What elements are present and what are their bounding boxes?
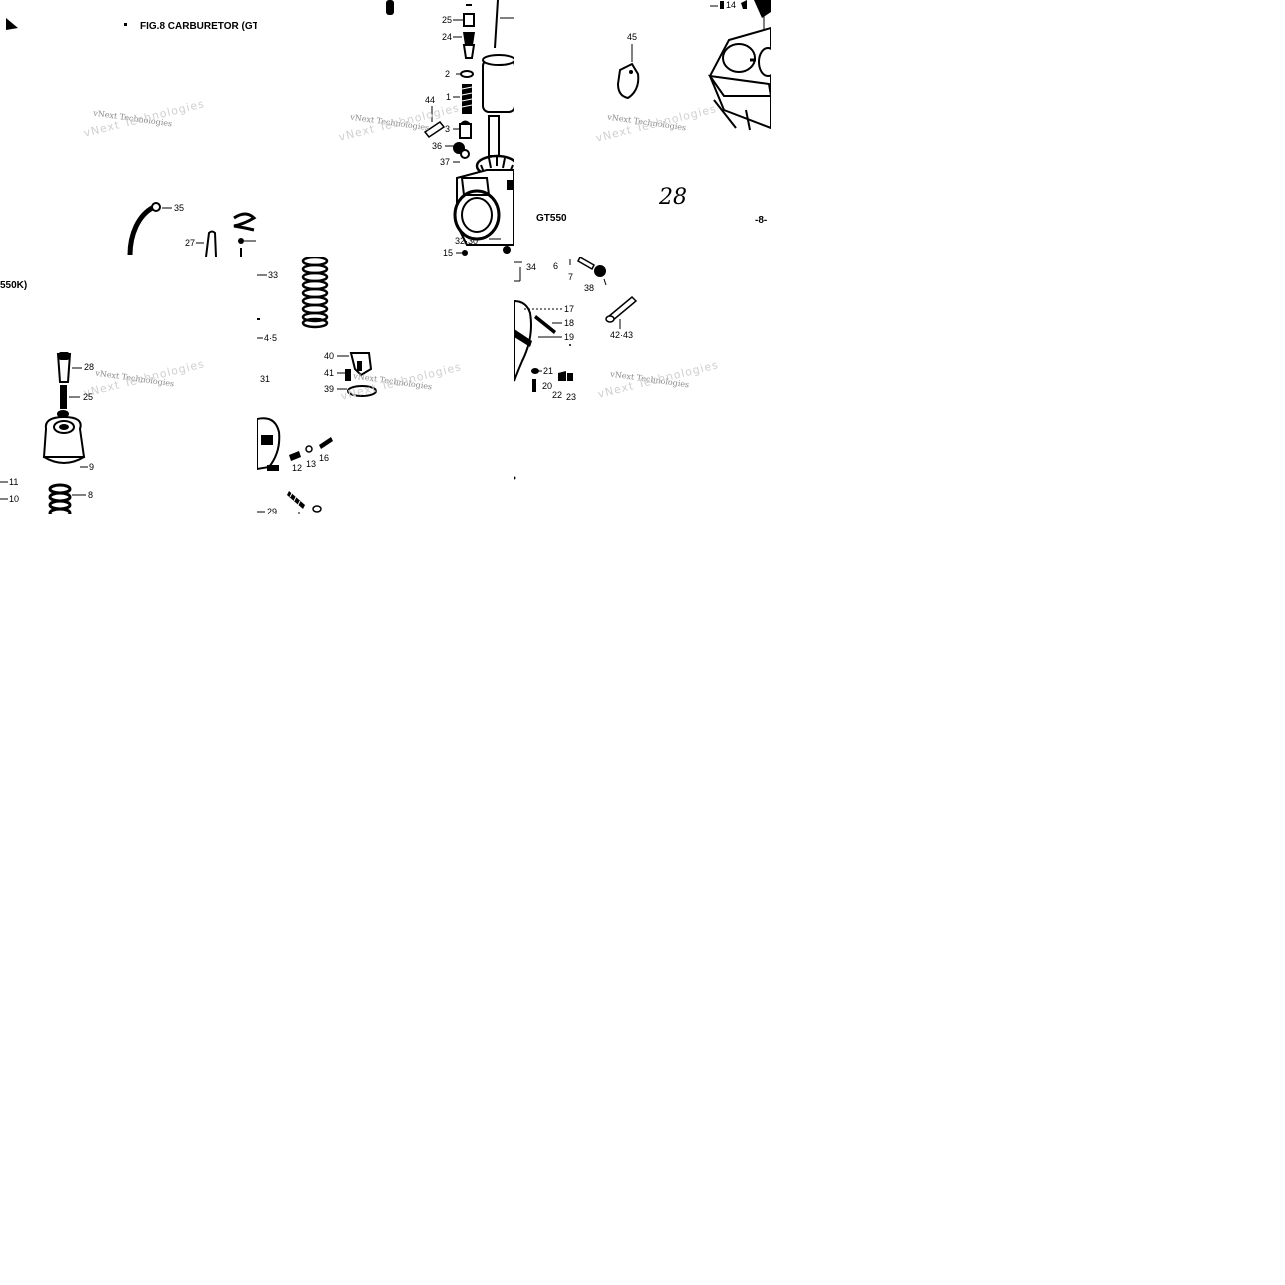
part-label: 28 xyxy=(84,362,95,372)
diagram-tile-top-middle: vNext Technologies vNext Technologies 25… xyxy=(257,0,514,257)
part-label: 4·5 xyxy=(264,333,278,343)
part-label: 32·30 xyxy=(455,236,479,246)
tile-bottom-left-drawing xyxy=(0,352,88,514)
part-label: 10 xyxy=(9,494,20,504)
part-label: 14 xyxy=(726,0,737,10)
part-label: 25 xyxy=(83,392,94,402)
diagram-tile-bottom-middle: vNext Technologies vNext Technologies 33… xyxy=(257,257,514,514)
tile-bottom-middle-drawing xyxy=(257,257,377,514)
part-label: 36 xyxy=(432,141,443,151)
part-label: 12 xyxy=(292,463,303,473)
tile-top-left-drawing xyxy=(6,18,257,257)
part-label: 19 xyxy=(564,332,575,342)
part-label: 40 xyxy=(324,351,335,361)
part-label: 37 xyxy=(440,157,451,167)
part-label: 31 xyxy=(260,374,271,384)
part-label: 27 xyxy=(185,238,196,248)
tile-top-middle-drawing xyxy=(386,0,514,256)
part-label: 23 xyxy=(566,392,577,402)
tile-bottom-right-drawing xyxy=(514,257,638,480)
figure-title: FIG.8 CARBURETOR (GT xyxy=(140,21,257,32)
part-label: 6 xyxy=(553,261,559,271)
part-label: 22 xyxy=(552,390,563,400)
model-label-left: 550K) xyxy=(0,280,28,291)
diagram-tile-top-right: vNext Technologies vNext Technologies 45… xyxy=(514,0,771,257)
part-label: 18 xyxy=(564,318,575,328)
part-label: 33 xyxy=(268,270,279,280)
diagram-tile-top-left: FIG.8 CARBURETOR (GT vNext Technologies … xyxy=(0,0,257,257)
diagram-tile-bottom-left: 550K) vNext Technologies vNext Technolog… xyxy=(0,257,257,514)
model-label-right: GT550 xyxy=(536,213,567,224)
part-label: 42·43 xyxy=(610,330,634,340)
handwritten-note: 28 xyxy=(659,185,687,210)
part-label: 2 xyxy=(445,69,451,79)
part-label: 16 xyxy=(319,453,330,463)
part-label: 7 xyxy=(568,272,574,282)
diagram-tile-bottom-right: vNext Technologies vNext Technologies 34… xyxy=(514,257,771,514)
part-label: 9 xyxy=(89,462,95,472)
part-label: 38 xyxy=(584,283,595,293)
part-label: 20 xyxy=(542,381,553,391)
part-label: 1 xyxy=(446,92,452,102)
part-label: 8 xyxy=(88,490,94,500)
part-label: 44 xyxy=(425,95,436,105)
part-label: 29 xyxy=(267,507,278,515)
part-label: 15 xyxy=(443,248,454,258)
tile-top-right-drawing xyxy=(616,0,771,131)
page-marker: -8- xyxy=(755,215,768,226)
part-label: 13 xyxy=(306,459,317,469)
part-label: 41 xyxy=(324,368,335,378)
part-label: 35 xyxy=(174,203,185,213)
part-label: 21 xyxy=(543,366,554,376)
part-label: 25 xyxy=(442,15,453,25)
part-label: 34 xyxy=(526,262,537,272)
part-label: 3 xyxy=(445,124,451,134)
part-label: 11 xyxy=(9,477,19,487)
part-label: 24 xyxy=(442,32,453,42)
part-label: 45 xyxy=(627,32,638,42)
part-label: 17 xyxy=(564,304,575,314)
part-label: 39 xyxy=(324,384,335,394)
